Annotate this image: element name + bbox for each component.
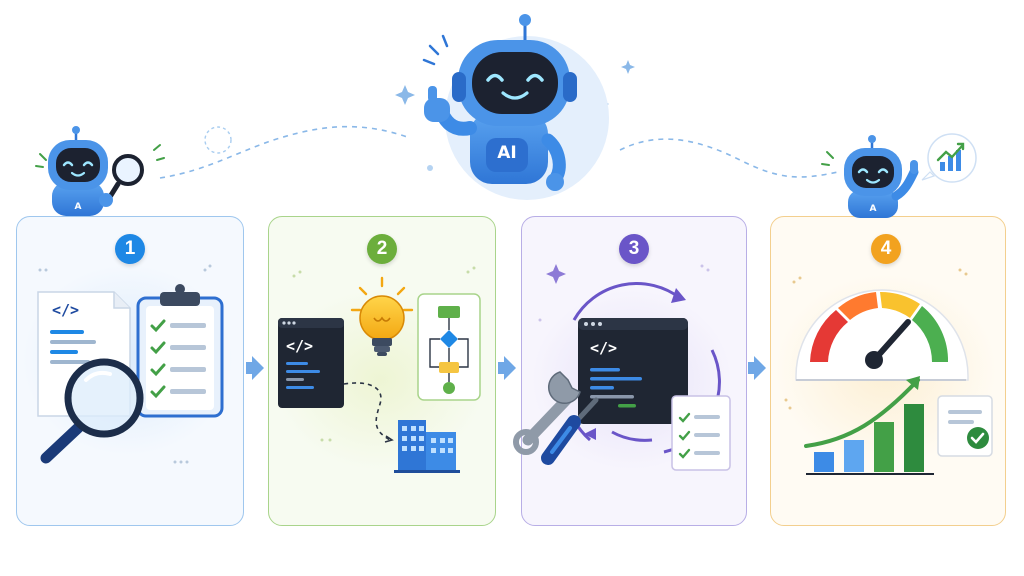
code-tag-step3: </> — [590, 339, 618, 357]
step4-illustration — [784, 268, 993, 475]
step-number-4: 4 — [871, 234, 901, 264]
robot-mascot-center — [422, 14, 609, 200]
flow-arrows — [246, 356, 766, 380]
robot-left-chest-label: A — [74, 202, 82, 212]
step-number-1: 1 — [115, 234, 145, 264]
robot-mascot-right — [821, 133, 977, 218]
robot-right-chest-label: A — [869, 204, 877, 214]
step-number-3: 3 — [619, 234, 649, 264]
dashed-connector-left — [159, 125, 411, 179]
code-tag-step1: </> — [52, 301, 80, 319]
dashed-connector-right — [619, 138, 839, 178]
step3-illustration — [513, 264, 731, 471]
robot-mascot-left — [35, 126, 165, 216]
step2-illustration — [278, 266, 481, 473]
step1-illustration — [37, 264, 224, 464]
code-tag-step2: </> — [286, 337, 314, 355]
step-number-2: 2 — [367, 234, 397, 264]
robot-chest-label: AI — [497, 143, 517, 163]
